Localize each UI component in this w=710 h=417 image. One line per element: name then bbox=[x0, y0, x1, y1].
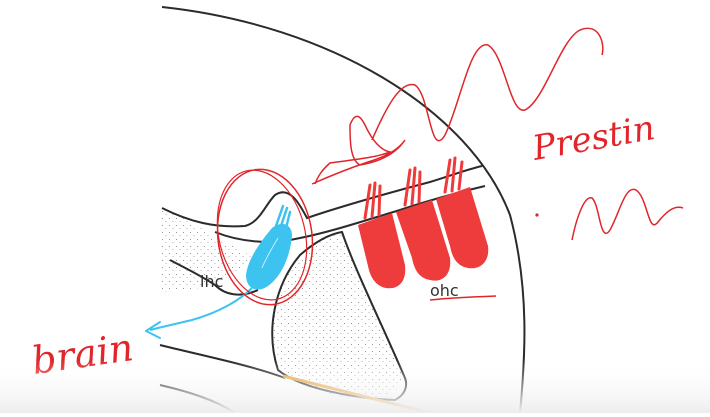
ohc-motion-annotation bbox=[311, 115, 406, 185]
bottom-fade-band bbox=[0, 360, 710, 413]
prestin-wave-annotation bbox=[371, 27, 604, 142]
prestin-label: Prestin bbox=[529, 108, 658, 169]
ohc-label: ohc bbox=[430, 281, 459, 300]
annotation-dot bbox=[535, 213, 539, 217]
inner-hair-cell-highlight bbox=[261, 237, 279, 269]
ihc-label: ihc bbox=[200, 272, 223, 291]
nerve-arrow-head-icon bbox=[145, 321, 161, 339]
spiral-limbus-tissue bbox=[162, 208, 255, 292]
outer-hair-cell bbox=[358, 181, 406, 289]
afferent-nerve-fiber bbox=[149, 287, 253, 331]
inner-hair-cell bbox=[246, 204, 292, 290]
outer-hair-cells bbox=[358, 156, 489, 289]
cochlear-wall-outline bbox=[161, 6, 526, 414]
outer-hair-cell bbox=[396, 166, 451, 281]
inner-hair-cell-body bbox=[246, 223, 292, 290]
tectorial-membrane bbox=[161, 165, 483, 228]
inner-hair-cell-stereocilia bbox=[274, 204, 292, 230]
inner-hair-cell-circle-annotation-2 bbox=[216, 169, 308, 301]
ohc-underline-annotation bbox=[429, 295, 497, 301]
outer-hair-cell bbox=[436, 156, 489, 269]
small-wave-annotation bbox=[571, 188, 684, 241]
tunnel-of-corti-tissue bbox=[273, 232, 405, 400]
